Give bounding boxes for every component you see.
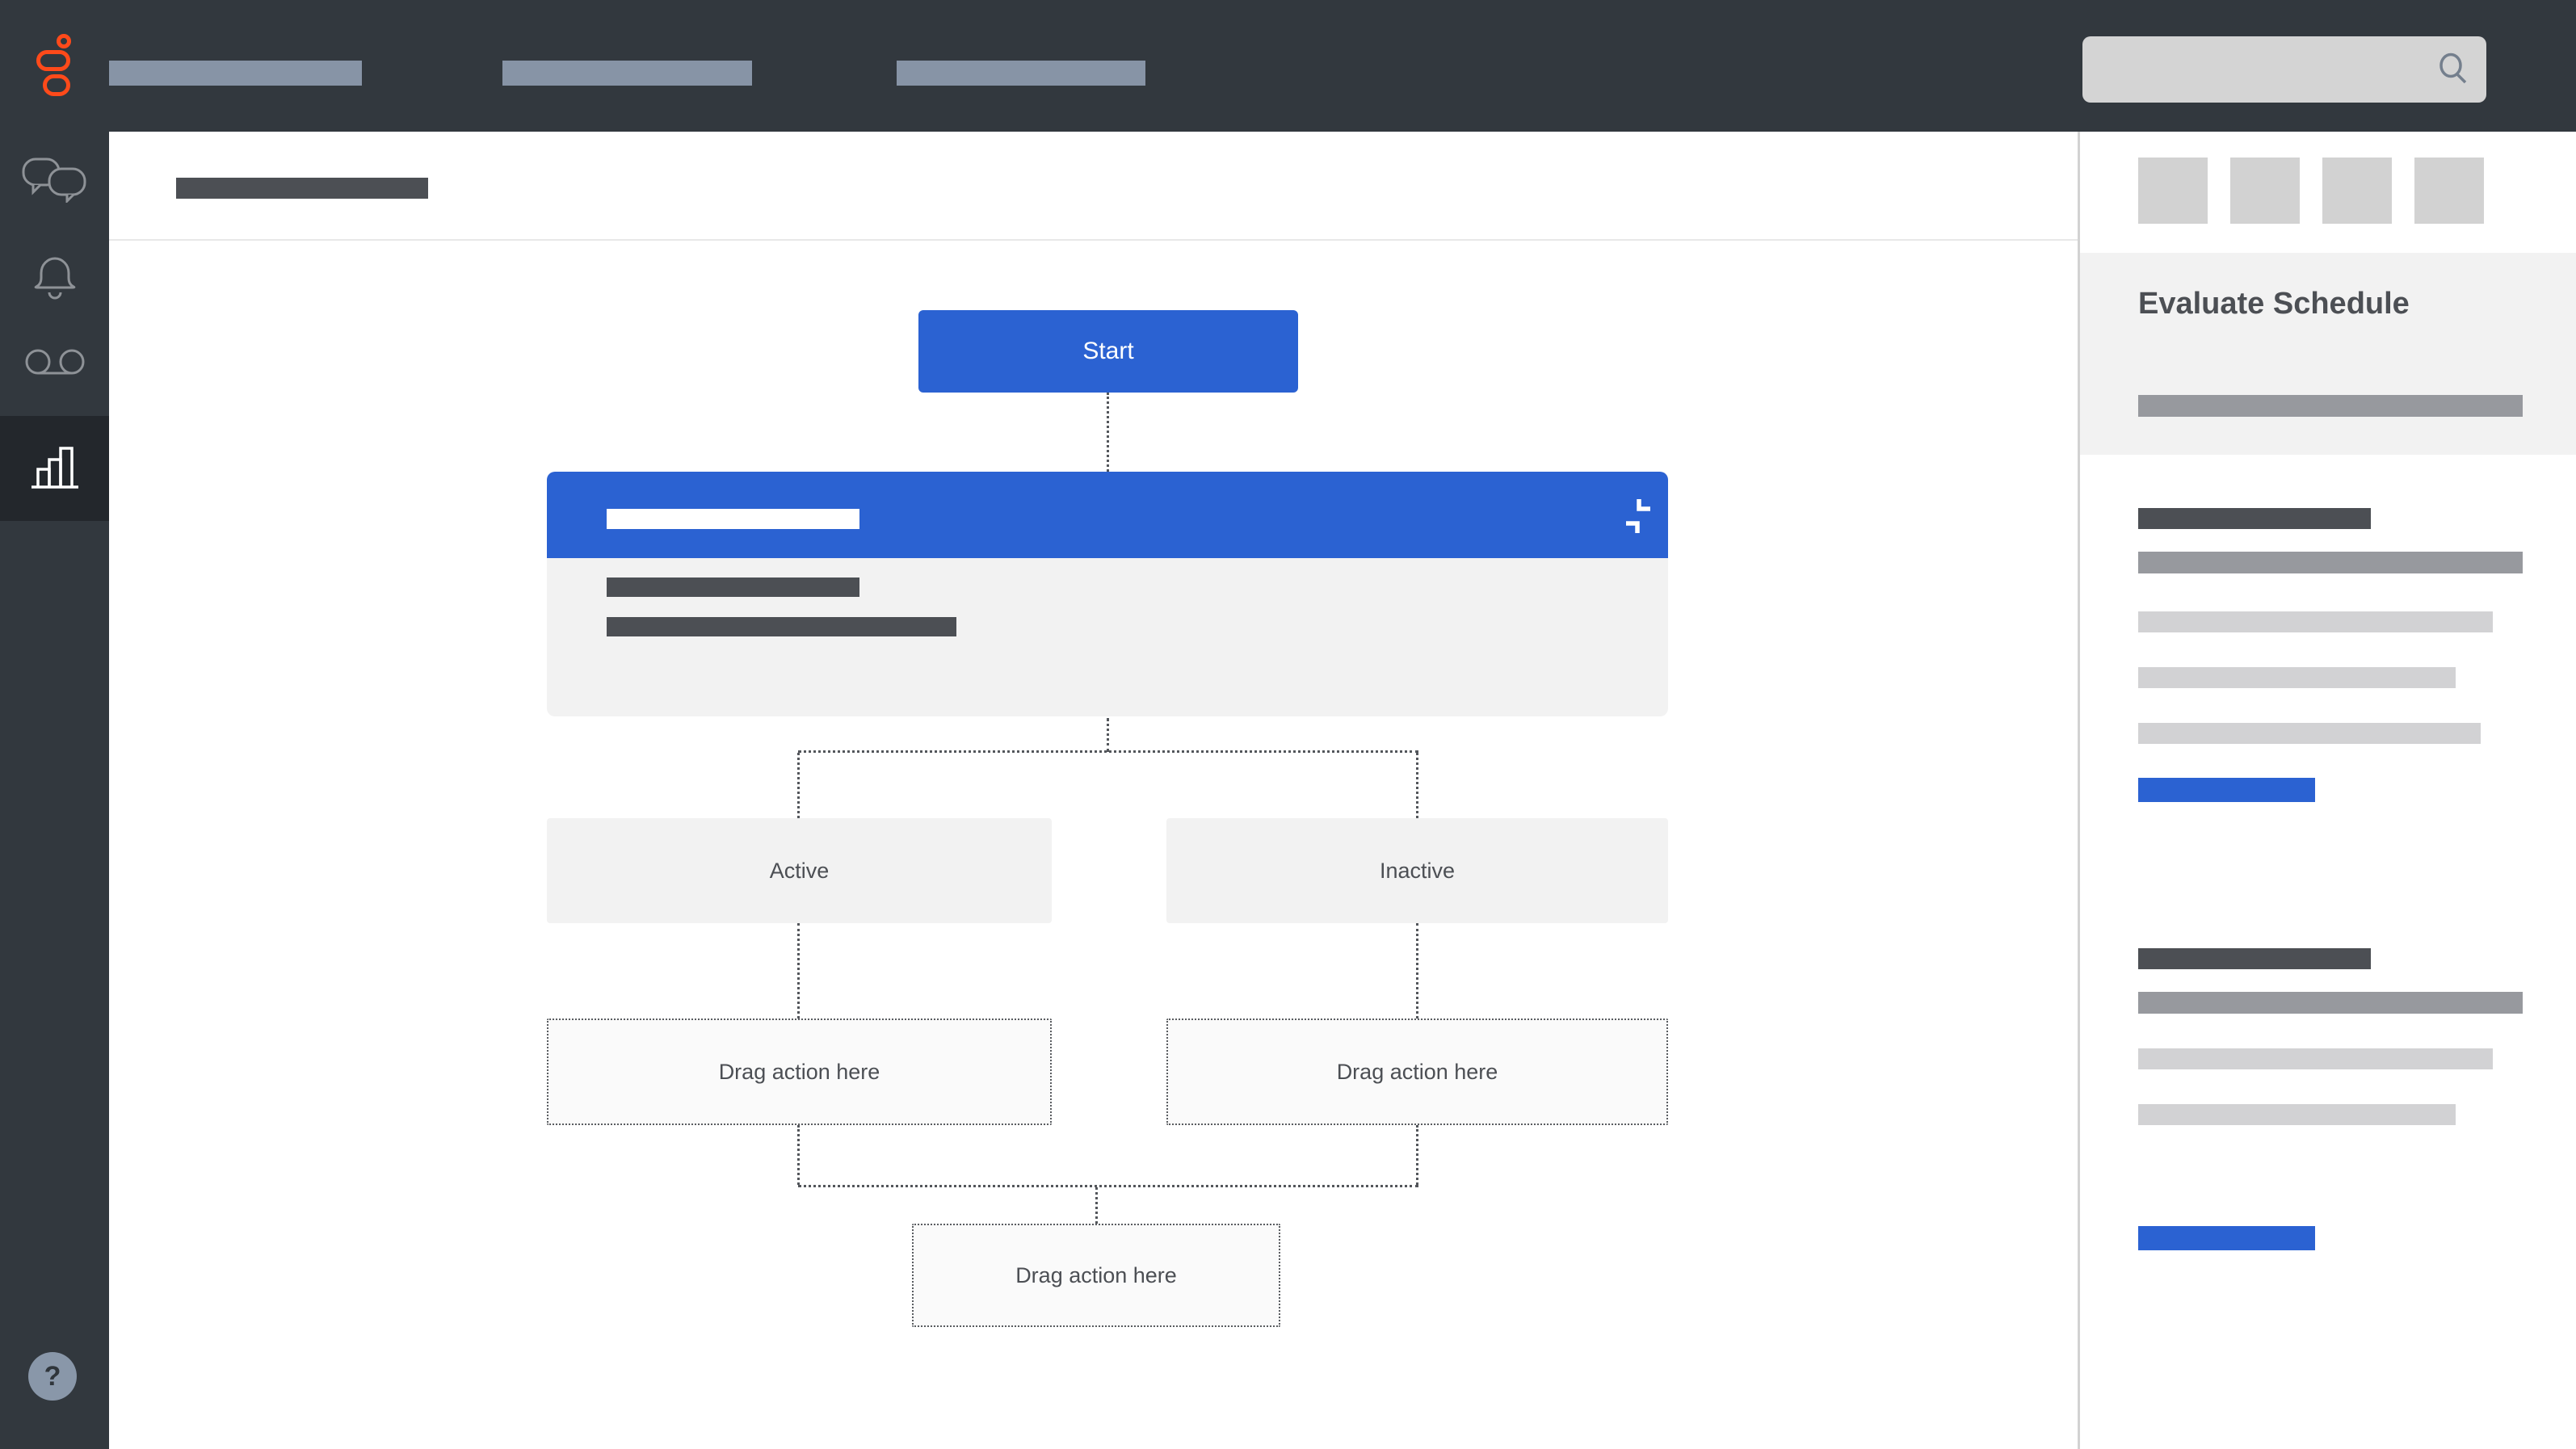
section1-heading-placeholder xyxy=(2138,508,2371,529)
help-label: ? xyxy=(44,1360,61,1392)
connector xyxy=(1095,1187,1098,1224)
node-body xyxy=(547,558,1668,716)
sidebar-item-notifications[interactable] xyxy=(0,249,109,302)
section2-field-placeholder xyxy=(2138,1104,2456,1125)
section1-field-placeholder xyxy=(2138,667,2456,688)
nav-item-placeholder-1[interactable] xyxy=(109,61,362,86)
connector xyxy=(797,1125,800,1185)
section1-primary-button-placeholder[interactable] xyxy=(2138,778,2315,802)
node-text-placeholder xyxy=(607,578,859,597)
drop-zone-merged[interactable]: Drag action here xyxy=(912,1224,1280,1327)
section1-text-placeholder xyxy=(2138,552,2523,573)
global-search[interactable] xyxy=(2082,36,2486,103)
bar-chart-icon xyxy=(28,442,82,495)
evaluate-schedule-node[interactable] xyxy=(547,472,1668,716)
search-icon xyxy=(2435,51,2472,88)
branch-label: Active xyxy=(769,858,830,883)
connector xyxy=(1107,393,1109,472)
connector xyxy=(798,750,1418,753)
details-panel: Evaluate Schedule xyxy=(2078,132,2576,1449)
section2-primary-button-placeholder[interactable] xyxy=(2138,1226,2315,1250)
sidebar-item-chat[interactable] xyxy=(0,156,109,204)
section2-text-placeholder xyxy=(2138,992,2523,1014)
panel-title: Evaluate Schedule xyxy=(2138,287,2410,321)
connector xyxy=(1416,1125,1418,1185)
branch-inactive[interactable]: Inactive xyxy=(1166,818,1668,923)
panel-header: Evaluate Schedule xyxy=(2080,253,2576,455)
collapse-icon[interactable] xyxy=(1623,496,1658,538)
flow-title-placeholder xyxy=(176,178,428,199)
start-node[interactable]: Start xyxy=(918,310,1298,393)
section2-heading-placeholder xyxy=(2138,948,2371,969)
voicemail-icon xyxy=(24,348,86,377)
nav-item-placeholder-3[interactable] xyxy=(897,61,1145,86)
connector xyxy=(1416,923,1418,1018)
drop-zone-inactive[interactable]: Drag action here xyxy=(1166,1018,1668,1125)
section1-field-placeholder xyxy=(2138,723,2481,744)
start-label: Start xyxy=(1082,338,1134,364)
section2-field-placeholder xyxy=(2138,1048,2493,1069)
panel-toolbar-button-placeholder-3[interactable] xyxy=(2322,158,2392,224)
nav-item-placeholder-2[interactable] xyxy=(502,61,752,86)
canvas-header xyxy=(109,132,2078,241)
connector xyxy=(797,753,800,818)
flow-canvas: Start xyxy=(109,132,2078,1449)
panel-subtitle-placeholder xyxy=(2138,395,2523,417)
drop-zone-label: Drag action here xyxy=(1336,1059,1498,1084)
node-title-placeholder xyxy=(607,509,859,529)
connector xyxy=(797,923,800,1018)
top-bar xyxy=(0,0,2576,132)
sidebar-item-performance[interactable] xyxy=(0,416,109,521)
panel-toolbar-button-placeholder-1[interactable] xyxy=(2138,158,2208,224)
drop-zone-label: Drag action here xyxy=(1015,1262,1177,1287)
drop-zone-label: Drag action here xyxy=(718,1059,880,1084)
drop-zone-active[interactable]: Drag action here xyxy=(547,1018,1052,1125)
help-button[interactable]: ? xyxy=(28,1352,77,1401)
connector xyxy=(798,1185,1418,1187)
connector xyxy=(1416,753,1418,818)
section1-field-placeholder xyxy=(2138,611,2493,632)
branch-active[interactable]: Active xyxy=(547,818,1052,923)
panel-toolbar-button-placeholder-2[interactable] xyxy=(2230,158,2300,224)
connector xyxy=(1107,718,1109,752)
sidebar-item-voicemail[interactable] xyxy=(0,346,109,379)
chat-icon xyxy=(22,158,88,203)
sidebar: ? xyxy=(0,132,109,1449)
branch-label: Inactive xyxy=(1379,858,1456,883)
genesys-logo-icon[interactable] xyxy=(32,31,73,99)
node-text-placeholder xyxy=(607,617,956,636)
node-header xyxy=(547,472,1668,558)
bell-icon xyxy=(28,249,82,302)
search-input[interactable] xyxy=(2082,36,2435,103)
panel-toolbar-button-placeholder-4[interactable] xyxy=(2414,158,2484,224)
